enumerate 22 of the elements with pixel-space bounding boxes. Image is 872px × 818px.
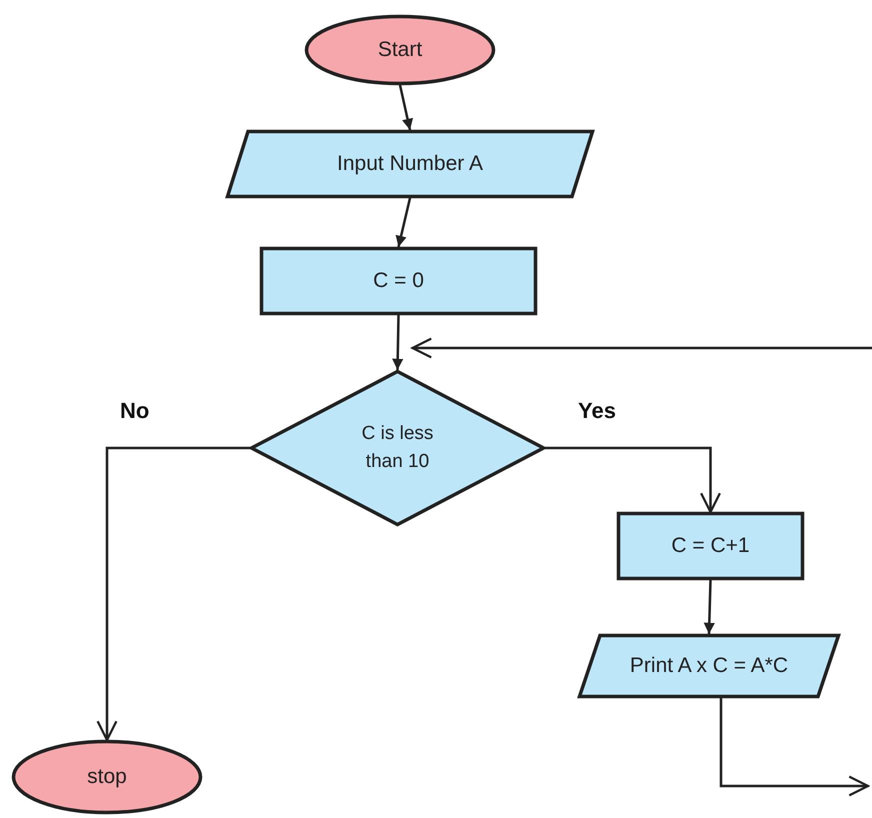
node-label: Input Number A: [337, 151, 483, 178]
arrow: [392, 314, 404, 370]
node-label: Print A x C = A*C: [630, 653, 788, 680]
terminator-oval: [12, 740, 202, 814]
arrow: [704, 580, 715, 634]
process-box: [617, 512, 804, 580]
arrow: [411, 338, 872, 358]
arrow: [720, 698, 870, 796]
process-box: [260, 247, 537, 315]
output-parallelogram: [578, 634, 840, 698]
arrow: [545, 446, 721, 514]
node-label: stop: [87, 764, 127, 790]
arrow: [398, 84, 414, 130]
arrow: [96, 446, 250, 742]
node-label: Start: [378, 37, 422, 64]
input-parallelogram: [226, 130, 594, 198]
node-label: C is less than 10: [360, 422, 434, 474]
arrow: [396, 198, 412, 248]
terminator-oval: [305, 15, 495, 85]
node-label: C = 0: [373, 268, 424, 294]
node-label: C = C+1: [671, 533, 750, 560]
decision-diamond: [250, 370, 545, 526]
